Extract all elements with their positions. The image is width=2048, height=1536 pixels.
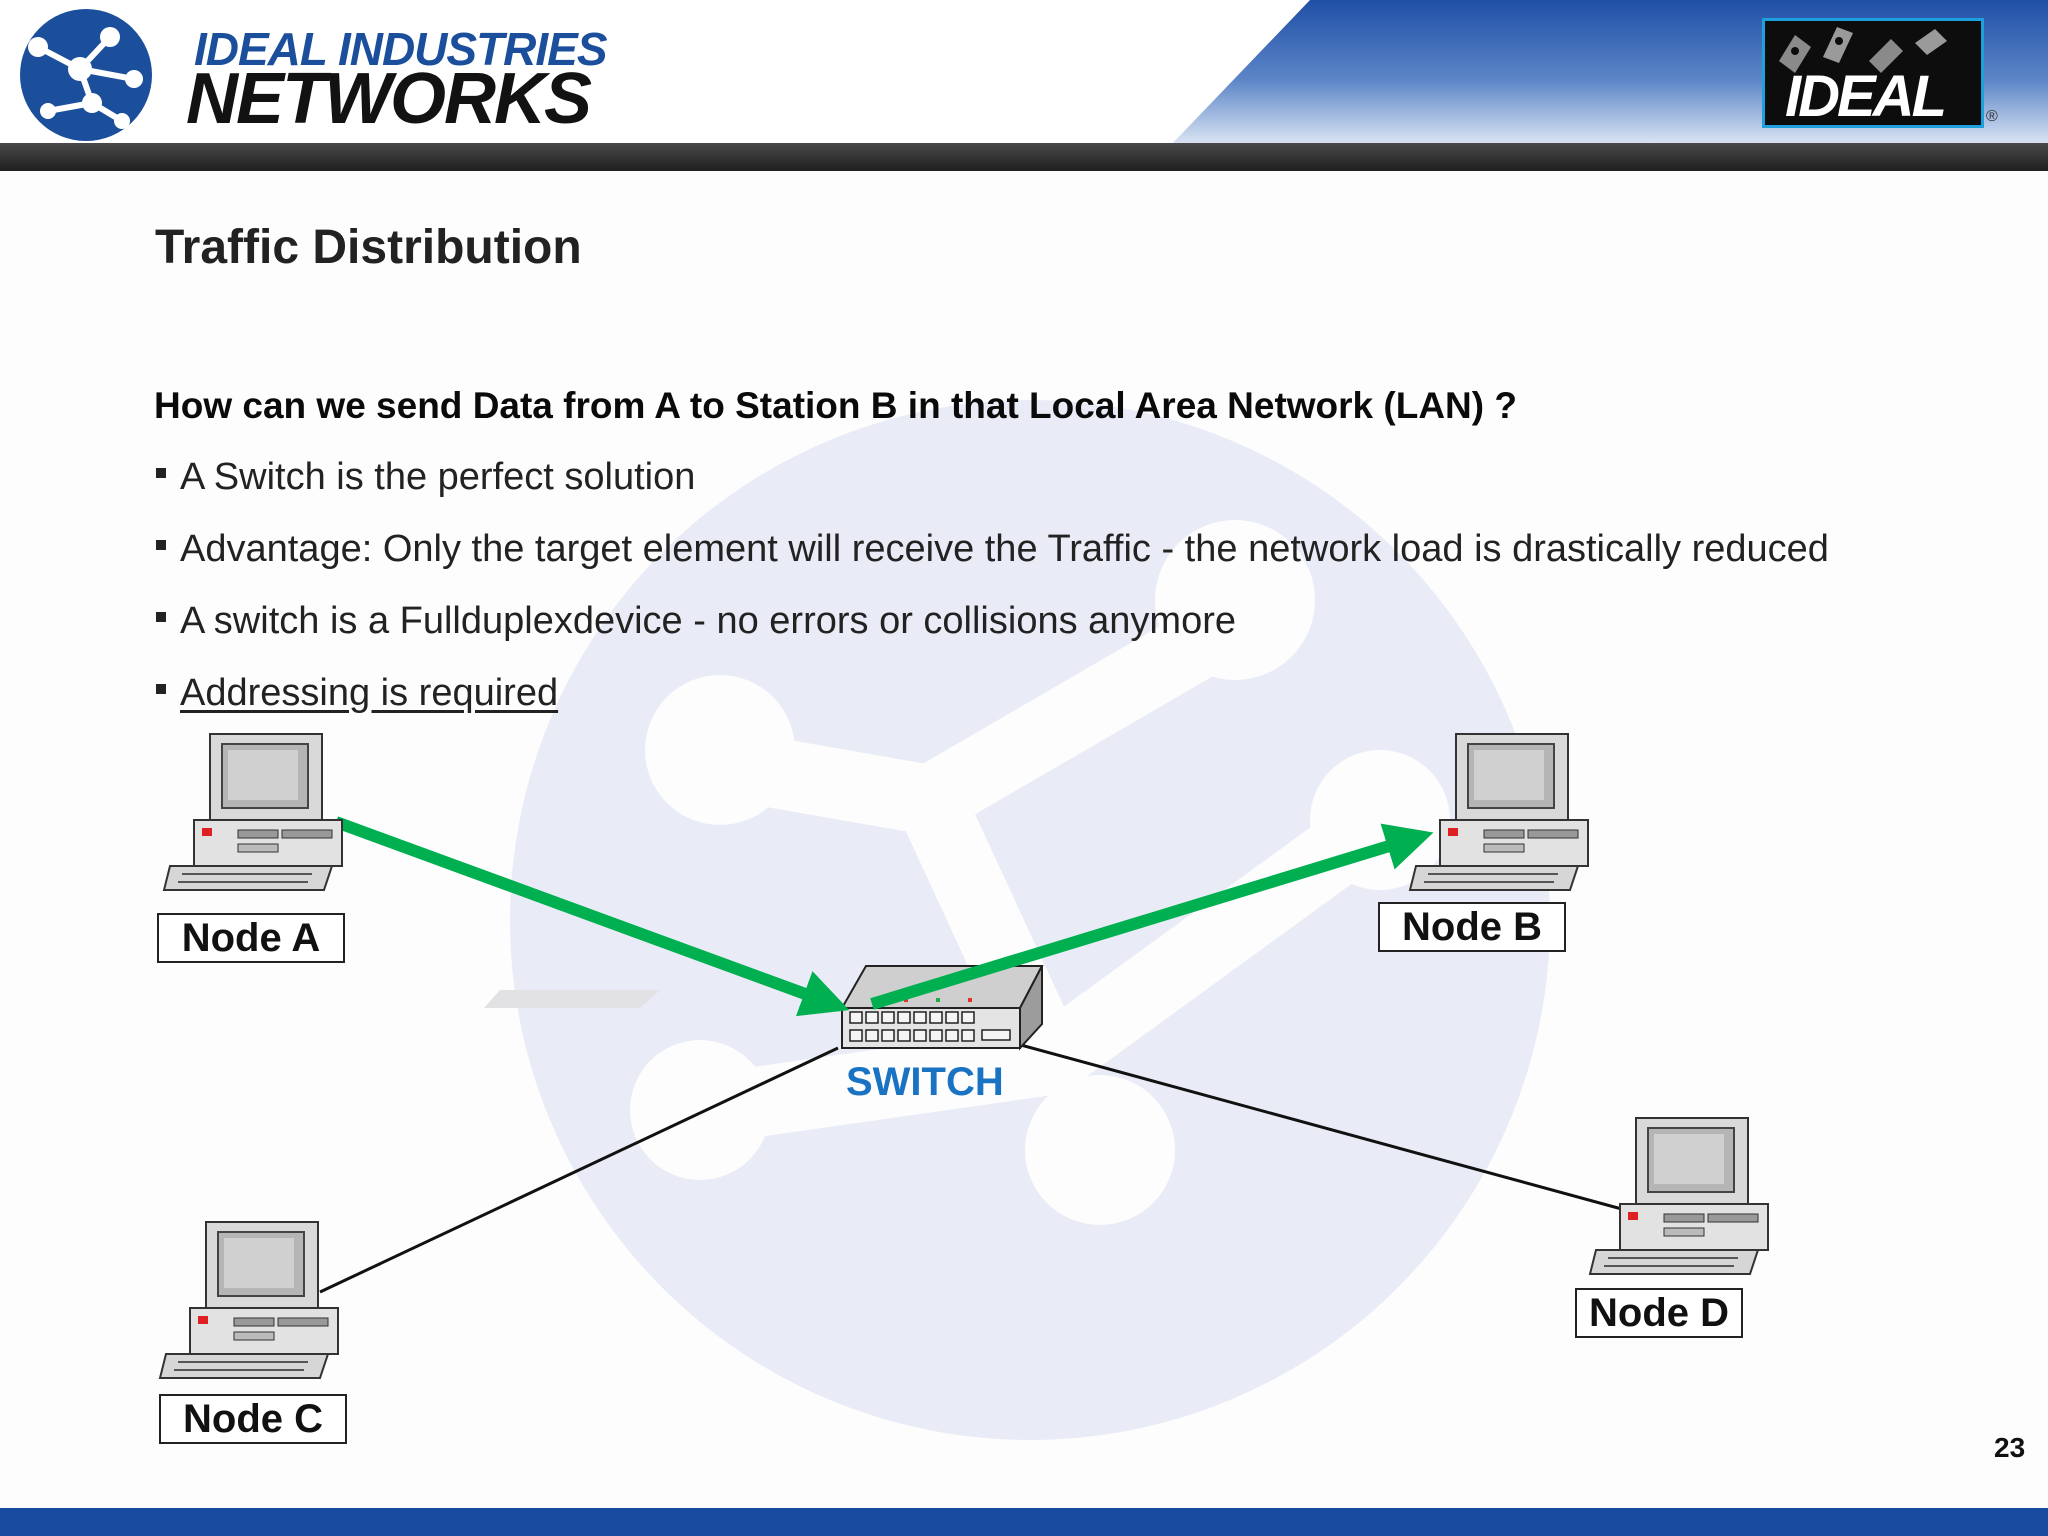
header: IDEAL INDUSTRIES NETWORKS IDEAL ® [0,0,2048,146]
network-switch-icon [840,965,1044,1051]
node-b-computer-icon [1409,733,1589,891]
ideal-tools-logo-icon [1779,27,1947,73]
footer-bar [0,1508,2048,1536]
node-d-label: Node D [1575,1288,1743,1338]
bullet-square-icon [156,540,166,550]
switch-label: SWITCH [846,1060,1004,1104]
connection-switch-node-d [1009,1040,1641,1216]
node-c-computer-icon [159,1221,339,1379]
traffic-arrow-node-a-to-switch [333,816,850,1017]
connection-switch-node-c [319,1046,839,1294]
node-a-label: Node A [157,913,345,963]
registered-mark: ® [1986,108,1998,125]
bullet-square-icon [156,612,166,622]
node-c-label: Node C [159,1394,347,1444]
bullet-item: A Switch is the perfect solution [156,456,695,499]
slide-title: Traffic Distribution [155,221,582,274]
bullet-item: Addressing is required [156,672,558,715]
traffic-arrow-switch-to-node-b [870,823,1434,1010]
company-name-line2: NETWORKS [186,59,592,139]
bullet-item: Advantage: Only the target element will … [156,528,1829,571]
node-b-label: Node B [1378,902,1566,952]
node-d-computer-icon [1589,1117,1769,1275]
ideal-brand-logo: IDEAL [1762,18,1984,128]
slide-question: How can we send Data from A to Station B… [154,385,1517,426]
ideal-brand-text: IDEAL [1785,64,1947,128]
header-divider-bar [0,143,2048,171]
decorative-shadow [484,990,660,1008]
node-a-computer-icon [163,733,343,891]
bullet-square-icon [156,468,166,478]
bullet-item: A switch is a Fullduplexdevice - no erro… [156,600,1236,643]
company-name-line1: IDEAL INDUSTRIES [194,23,608,75]
bullet-square-icon [156,684,166,694]
page-number: 23 [1994,1432,2026,1463]
network-nodes-icon [20,9,152,141]
